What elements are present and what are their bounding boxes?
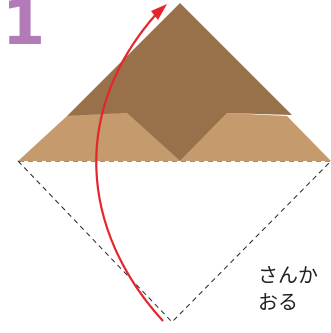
curved-arrow-icon: [151, 4, 167, 20]
step-number: 1: [2, 0, 46, 59]
instruction-line-2: おる: [258, 290, 298, 314]
instruction-text: さんか おる: [258, 262, 318, 316]
instruction-line-1: さんか: [258, 263, 318, 287]
paper-front-side: [67, 3, 292, 161]
fold-arrow: [95, 11, 164, 322]
